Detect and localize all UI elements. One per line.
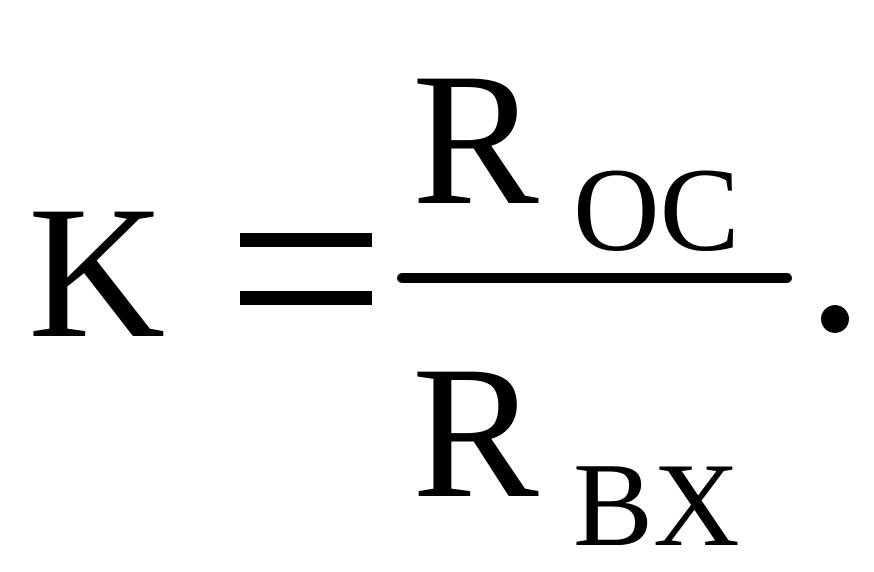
numerator-symbol: R: [412, 35, 539, 245]
period-mark: [821, 305, 849, 333]
equals-bar-bottom: [240, 291, 372, 305]
equals-bar-top: [240, 233, 372, 247]
denominator-symbol: R: [412, 328, 539, 538]
denominator-subscript: BX: [573, 438, 740, 571]
numerator-subscript: OC: [573, 143, 740, 276]
equals-sign: [240, 225, 372, 307]
fraction-bar: [397, 273, 792, 283]
lhs-symbol: K: [28, 168, 166, 378]
